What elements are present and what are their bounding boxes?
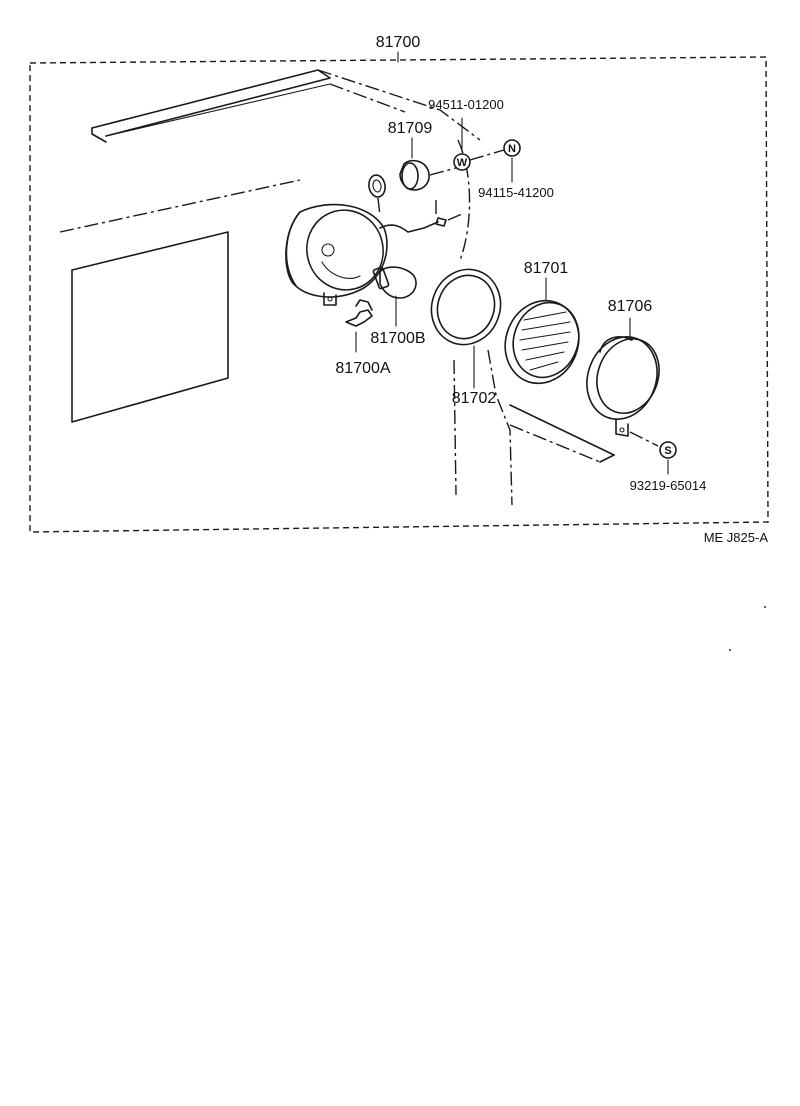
label-gasket: 81702: [452, 390, 497, 407]
label-screw-s: 93219-65014: [630, 478, 707, 493]
label-lens: 81701: [524, 260, 569, 277]
label-grommet: 81709: [388, 120, 433, 137]
socket-clip: [345, 299, 373, 353]
rim: [586, 317, 660, 447]
lens: [504, 277, 580, 385]
screw-s-symbol: S: [659, 441, 677, 475]
scan-speck: [729, 649, 731, 651]
assembly-boundary: [29, 51, 769, 533]
symbol-s-text: S: [664, 445, 671, 457]
nut-n-symbol: N: [503, 139, 521, 183]
lamp-housing: [285, 197, 463, 306]
screw-w-symbol: W: [453, 117, 505, 171]
symbol-w-text: W: [457, 157, 468, 169]
vehicle-body: [59, 69, 615, 506]
gasket: [430, 268, 502, 389]
label-bulb: 81700B: [370, 330, 425, 347]
figure-code: ME J825-A: [704, 530, 769, 545]
scan-speck: [764, 606, 766, 608]
small-grommet: [368, 174, 386, 198]
grommet-81709: [399, 137, 457, 191]
label-assembly: 81700: [376, 34, 421, 51]
symbol-n-text: N: [508, 143, 516, 155]
label-socket-clip: 81700A: [335, 360, 390, 377]
bulb: [372, 266, 417, 327]
label-screw-w: 94511-01200: [428, 97, 504, 112]
label-nut-n: 94115-41200: [478, 185, 554, 200]
label-rim: 81706: [608, 298, 653, 315]
